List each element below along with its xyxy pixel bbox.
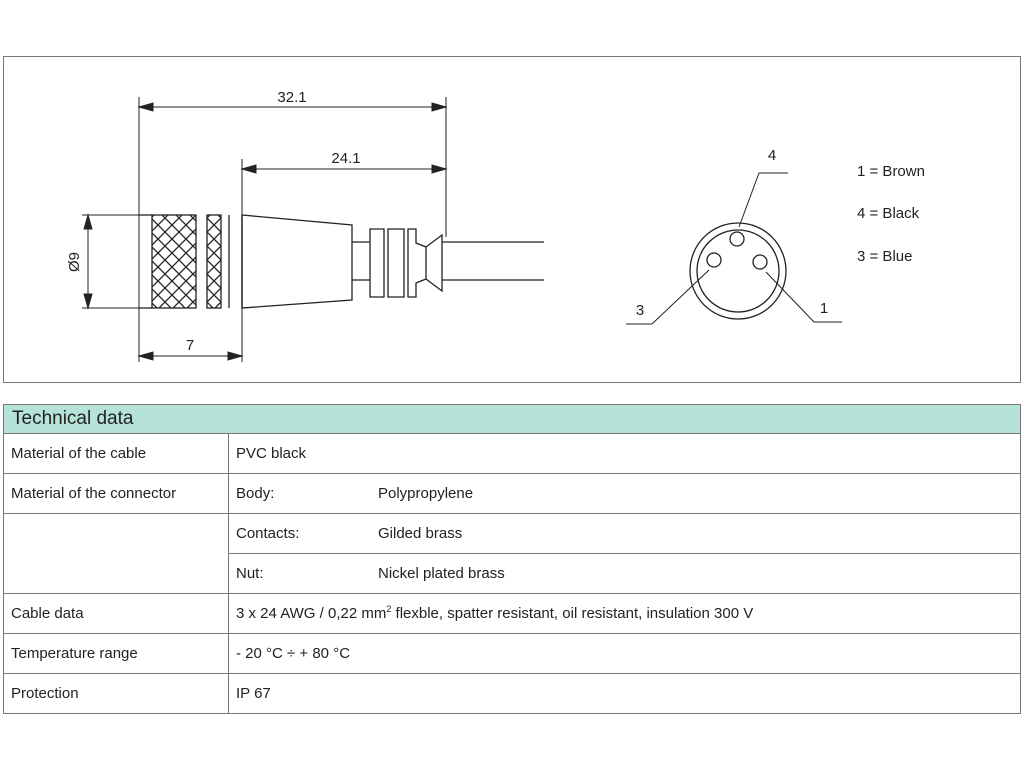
row-value: Contacts: Gilded brass bbox=[228, 513, 1021, 554]
row-value: - 20 °C ÷ + 80 °C bbox=[228, 633, 1021, 674]
dimension-diameter: Ø9 bbox=[66, 252, 83, 272]
legend-item: 3 = Blue bbox=[857, 248, 912, 265]
table-row: Material of the connector Body: Polypropy… bbox=[3, 473, 1021, 514]
table-row: Temperature range - 20 °C ÷ + 80 °C bbox=[3, 633, 1021, 674]
row-sub-value: Polypropylene bbox=[378, 485, 474, 502]
table-row: Material of the cable PVC black bbox=[3, 433, 1021, 474]
pin-4-leader bbox=[738, 172, 788, 228]
table-header: Technical data bbox=[3, 404, 1021, 434]
row-label: Material of the cable bbox=[3, 433, 229, 474]
knurled-nut bbox=[151, 214, 197, 309]
row-label bbox=[3, 513, 229, 594]
connector-drawing: 32.1 24.1 7 Ø9 4 3 1 1 = Brown 4 = Black… bbox=[66, 89, 925, 362]
dimension-body-length: 24.1 bbox=[331, 150, 360, 167]
pin-1-contact bbox=[752, 254, 768, 270]
row-value: 3 x 24 AWG / 0,22 mm2 flexble, spatter r… bbox=[228, 593, 1021, 634]
table-header-row: Technical data bbox=[3, 404, 1021, 434]
row-value: Nut: Nickel plated brass bbox=[228, 553, 1021, 594]
pin-label-3: 3 bbox=[636, 302, 644, 319]
dimension-nut-length: 7 bbox=[186, 337, 194, 354]
technical-drawing-frame: 32.1 24.1 7 Ø9 4 3 1 1 = Brown 4 = Black… bbox=[3, 56, 1021, 383]
connector-side-view bbox=[139, 214, 544, 309]
row-sub-value: Gilded brass bbox=[378, 525, 463, 542]
strain-relief bbox=[369, 228, 443, 298]
pin-label-4: 4 bbox=[768, 147, 776, 164]
dimension-lines bbox=[82, 97, 448, 362]
pinout-view bbox=[626, 172, 842, 325]
legend-item: 1 = Brown bbox=[857, 163, 925, 180]
row-value: Body: Polypropylene bbox=[228, 473, 1021, 514]
row-label: Protection bbox=[3, 673, 229, 714]
pin-3-leader bbox=[626, 269, 710, 325]
table-row: Cable data 3 x 24 AWG / 0,22 mm2 flexble… bbox=[3, 593, 1021, 634]
table-row: Contacts: Gilded brass bbox=[3, 513, 1021, 594]
pin-label-1: 1 bbox=[820, 300, 828, 317]
pin-1-leader bbox=[765, 271, 842, 323]
table-row: Protection IP 67 bbox=[3, 673, 1021, 714]
nut-ring bbox=[206, 214, 222, 309]
technical-data-table: Technical data Material of the cable PVC… bbox=[3, 404, 1021, 714]
row-sub-key: Body: bbox=[236, 485, 275, 502]
pinout-outer-ring bbox=[689, 222, 787, 320]
row-label: Material of the connector bbox=[3, 473, 229, 514]
row-sub-key: Contacts: bbox=[236, 525, 300, 542]
legend-item: 4 = Black bbox=[857, 205, 920, 222]
row-sub-key: Nut: bbox=[236, 565, 264, 582]
connector-body bbox=[241, 214, 353, 309]
pin-4-contact bbox=[729, 231, 745, 247]
row-label: Temperature range bbox=[3, 633, 229, 674]
table-row: Nut: Nickel plated brass bbox=[4, 553, 1021, 594]
cable-data-text: 3 x 24 AWG / 0,22 mm bbox=[236, 605, 387, 622]
pinout-inner-ring bbox=[696, 229, 780, 313]
superscript: 2 bbox=[386, 604, 392, 614]
row-value: PVC black bbox=[228, 433, 1021, 474]
row-label: Cable data bbox=[3, 593, 229, 634]
cable-data-text-rest: flexble, spatter resistant, oil resistan… bbox=[391, 605, 754, 622]
pin-3-contact bbox=[706, 252, 722, 268]
row-sub-value: Nickel plated brass bbox=[378, 565, 505, 582]
dimension-overall-length: 32.1 bbox=[277, 89, 306, 106]
row-value: IP 67 bbox=[228, 673, 1021, 714]
